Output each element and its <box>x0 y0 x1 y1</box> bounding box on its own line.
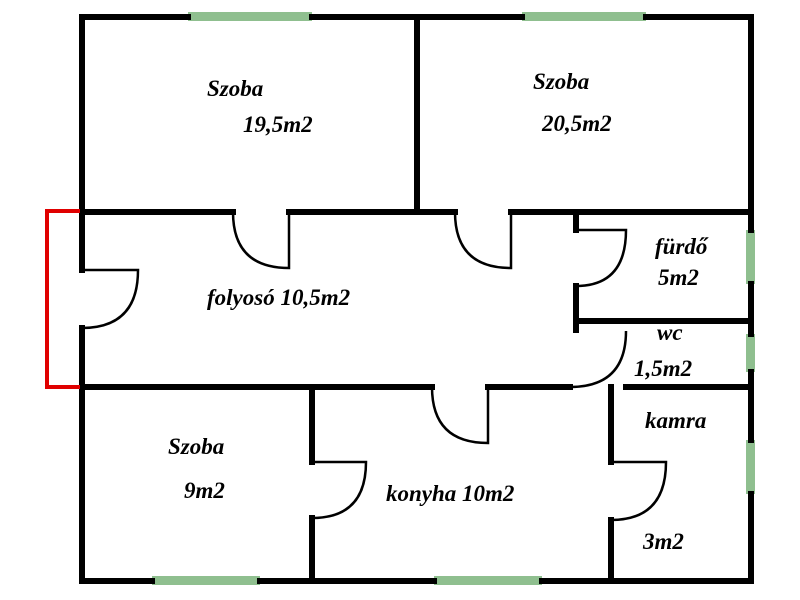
door-szoba-3 <box>311 460 368 520</box>
konyha-label: konyha 10m2 <box>386 481 514 506</box>
windows <box>152 12 755 585</box>
window-top-right <box>522 12 646 21</box>
door-szoba-2 <box>453 211 513 270</box>
furdo-area: 5m2 <box>658 265 699 290</box>
window-furdo <box>746 230 755 284</box>
szoba-2-area: 20,5m2 <box>541 111 612 136</box>
door-furdo <box>575 228 628 288</box>
door-szoba-1 <box>231 211 291 270</box>
wc-name: wc <box>657 320 683 345</box>
furdo-name: fürdő <box>655 234 709 259</box>
window-kamra <box>746 440 755 494</box>
szoba-1-name: Szoba <box>207 76 263 101</box>
walls <box>79 14 754 584</box>
szoba-1-area: 19,5m2 <box>243 112 313 137</box>
kamra-area: 3m2 <box>642 529 684 554</box>
door-kamra <box>610 460 668 522</box>
window-bottom-left <box>152 576 260 585</box>
doors <box>81 211 668 522</box>
szoba-2-name: Szoba <box>533 69 589 94</box>
window-bottom-right <box>434 576 542 585</box>
door-konyha <box>430 386 490 445</box>
entrance-marker <box>45 209 80 389</box>
room-labels: Szoba 19,5m2 Szoba 20,5m2 folyosó 10,5m2… <box>168 69 709 554</box>
szoba-3-area: 9m2 <box>184 478 225 503</box>
szoba-3-name: Szoba <box>168 434 224 459</box>
kamra-name: kamra <box>645 408 706 433</box>
window-wc <box>746 334 755 372</box>
door-entrance <box>81 268 140 330</box>
window-top-left <box>188 12 312 21</box>
wc-area: 1,5m2 <box>634 356 692 381</box>
door-wc <box>569 330 628 389</box>
folyoso-label: folyosó 10,5m2 <box>207 285 350 310</box>
